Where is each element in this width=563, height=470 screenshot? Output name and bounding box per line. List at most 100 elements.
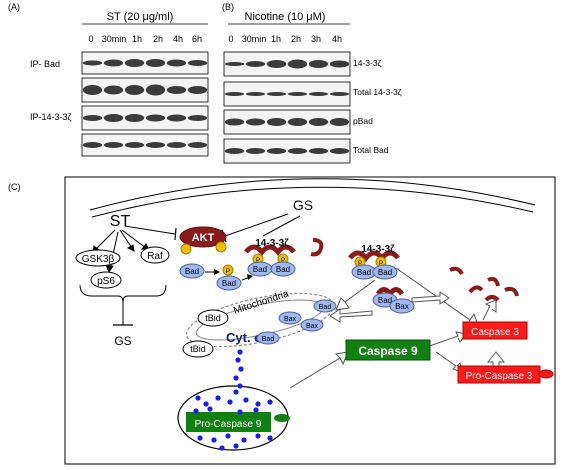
bad-label: Bad — [253, 265, 267, 274]
cytochrome-c-dot — [211, 437, 217, 443]
arrow-to-caspase3 — [411, 291, 450, 305]
bax-label: Bax — [395, 302, 409, 311]
inhibit-st-akt — [124, 225, 176, 235]
cytochrome-c-dot — [237, 349, 243, 355]
blot-band — [187, 115, 208, 121]
cytochrome-c-dot — [241, 437, 247, 443]
blot-band — [329, 92, 350, 96]
blot-strip — [223, 51, 351, 77]
cell-membrane-outer — [89, 178, 536, 211]
blot-band — [266, 60, 287, 68]
blot-frame — [223, 51, 351, 77]
cytochrome-c-dot — [193, 408, 199, 414]
tbid-label: tBid — [190, 344, 206, 354]
cytochrome-c-dot — [215, 395, 221, 401]
cyt-c-label: Cyt. c — [226, 330, 261, 345]
cytochrome-c-dot — [233, 389, 239, 395]
bad-node — [313, 299, 337, 313]
panel-b-timepoints: 0 30min 1h 2h 3h 4h — [228, 34, 342, 44]
arrow-baxbad-to-mito — [329, 308, 373, 323]
fourteen33-label: 14-3-3ζ — [255, 238, 289, 249]
arrowhead — [105, 264, 114, 274]
p-label: P — [281, 258, 285, 264]
cytochrome-c-dots — [193, 349, 273, 451]
bad-label: Bad — [319, 304, 332, 311]
blot-band — [224, 148, 245, 154]
cytochrome-c-dot — [253, 407, 259, 413]
bad-node — [270, 261, 296, 277]
blot-band — [103, 114, 124, 122]
blot-band — [145, 84, 166, 96]
inhibit-bar — [174, 227, 177, 241]
phospho-dot — [215, 241, 227, 253]
blot-band — [103, 85, 124, 95]
blot-frame — [223, 109, 351, 135]
p-label: P — [256, 258, 260, 264]
arrow-complex-to-bad — [335, 279, 376, 311]
phospho-dot — [180, 243, 192, 255]
blot-band — [287, 92, 308, 96]
tbid-label: tBid — [205, 313, 221, 323]
fourteen33-free — [449, 266, 464, 275]
blot-band — [329, 60, 350, 68]
blot-band — [124, 114, 145, 122]
gs-top-label: GS — [293, 197, 313, 213]
timepoint-label: 30min — [102, 34, 127, 44]
blot-frame — [81, 133, 209, 157]
arrow-st-raf — [121, 229, 147, 249]
blot-band — [82, 115, 103, 121]
blot-band — [103, 142, 124, 148]
bax-label: Bax — [306, 323, 319, 330]
blot-band — [245, 148, 266, 154]
bad-label: Bad — [262, 336, 275, 343]
timepoint-label: 4h — [173, 34, 183, 44]
blot-band — [287, 118, 308, 126]
blot-strip — [81, 77, 209, 103]
bad-label: Bad — [357, 268, 371, 277]
cytochrome-c-dot — [255, 401, 261, 407]
panel-c-label: (C) — [8, 182, 21, 192]
blot-band — [245, 118, 266, 126]
blot-band — [329, 118, 350, 126]
arrow-casp3-up — [482, 299, 497, 321]
blot-band — [82, 85, 103, 95]
arrowhead — [247, 274, 253, 280]
blot-strip — [223, 109, 351, 135]
caspase9-node — [345, 339, 431, 361]
timepoint-label: 30min — [242, 34, 267, 44]
cytochrome-c-dot — [267, 435, 273, 441]
blot-strip — [81, 133, 209, 157]
akt-label: AKT — [192, 232, 215, 244]
p-label: P — [379, 261, 383, 267]
fourteen33-dimer — [348, 250, 400, 262]
blot-band — [245, 92, 266, 96]
bax-node — [389, 298, 415, 314]
st-label: ST — [110, 213, 131, 230]
cytochrome-c-dot — [267, 399, 273, 405]
blot-band — [224, 62, 245, 66]
row-label-ip-bad: IP- Bad — [30, 59, 60, 69]
fourteen33-dimer — [244, 244, 296, 256]
cell-membrane-inner — [91, 186, 534, 218]
blot-strip — [223, 81, 351, 107]
blot-frame — [81, 105, 209, 131]
blot-band — [266, 92, 287, 96]
cytochrome-c-dot — [255, 433, 261, 439]
cytochrome-c-dot — [225, 433, 231, 439]
bad-label: Bad — [378, 268, 392, 277]
blot-band — [308, 118, 329, 126]
blot-frame — [223, 81, 351, 107]
fourteen33-free — [487, 276, 500, 287]
arrow-st-gsk3b — [94, 229, 116, 251]
caspase3-label: Caspase 3 — [471, 327, 519, 338]
arrowhead — [126, 244, 135, 252]
inhibit-gs-akt — [224, 213, 289, 237]
phospho-dot — [222, 264, 234, 276]
fourteen33-free — [484, 295, 500, 302]
blot-band — [329, 148, 350, 154]
gsk3b-node — [75, 249, 121, 267]
arrow-procasp9-to-casp9 — [289, 351, 349, 389]
blot-strip — [223, 138, 351, 164]
blot-band — [145, 59, 166, 67]
